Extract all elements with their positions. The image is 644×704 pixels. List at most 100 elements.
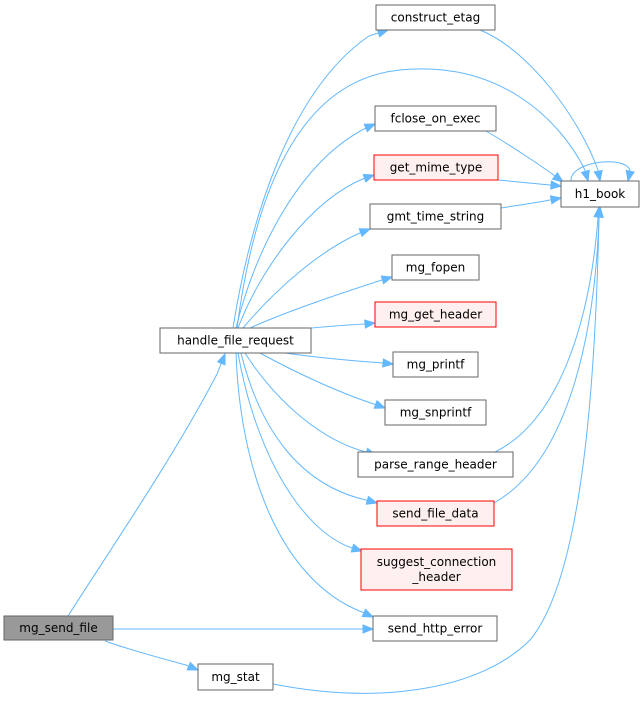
arrowhead [373, 399, 387, 409]
node-label: send_file_data [392, 507, 478, 521]
arrowhead [594, 205, 604, 218]
arrowhead [358, 228, 372, 238]
node-get-mime-type[interactable]: get_mime_type [373, 154, 499, 181]
node-label: mg_stat [211, 670, 260, 684]
arrowhead [625, 169, 635, 183]
edge-handle_file_request-to-get_mime_type [237, 173, 376, 329]
edge-line [272, 217, 600, 694]
edge-line [284, 352, 384, 364]
arrowhead [350, 543, 364, 553]
edge-gmt_time_string-to-h1_book [500, 195, 563, 209]
node-box [373, 154, 499, 181]
edge-handle_file_request-to-gmt_time_string [242, 228, 372, 329]
edge-handle_file_request-to-construct_etag [232, 28, 390, 329]
node-box [197, 663, 274, 691]
node-label: mg_snprintf [400, 406, 472, 420]
edge-line [479, 29, 599, 171]
edge-handle_file_request-to-send_http_error [235, 352, 375, 618]
node-send-http-error[interactable]: send_http_error [372, 615, 498, 642]
edge-mg_stat-to-h1_book [272, 205, 604, 694]
edge-handle_file_request-to-mg_fopen [249, 275, 394, 329]
edge-line [249, 279, 383, 329]
node-box [384, 399, 487, 426]
edge-line [237, 177, 366, 329]
arrowhead [593, 169, 603, 183]
arrowhead [364, 319, 377, 329]
node-handle-file-request[interactable]: handle_file_request [159, 327, 312, 354]
node-mg-stat[interactable]: mg_stat [197, 663, 274, 691]
node-mg-printf[interactable]: mg_printf [392, 351, 479, 378]
node-box [392, 351, 479, 378]
node-box [360, 548, 513, 591]
node-mg-fopen[interactable]: mg_fopen [391, 254, 480, 281]
edge-line [235, 126, 369, 329]
arrowhead [382, 358, 395, 368]
edge-line-tail [368, 32, 379, 37]
arrowhead [551, 171, 565, 183]
edge-line [244, 352, 367, 453]
function-nodes: mg_send_file handle_file_request construct… [3, 4, 640, 691]
node-mg-send-file[interactable]: mg_send_file [3, 615, 114, 641]
node-box [560, 180, 640, 208]
node-h1-book[interactable]: h1_book [560, 180, 640, 208]
edge-handle_file_request-to-send_file_data [240, 352, 379, 505]
edge-line [259, 352, 378, 406]
node-box [391, 254, 480, 281]
node-label: _header [411, 570, 460, 584]
edge-line [500, 199, 551, 209]
node-box [3, 615, 114, 641]
edge-mg_send_file-to-send_http_error [113, 624, 375, 634]
node-suggest-connection-header[interactable]: suggest_connection_header [360, 548, 513, 591]
edge-line [236, 68, 586, 329]
edge-handle_file_request-to-fclose_on_exec [235, 123, 377, 329]
edge-handle_file_request-to-mg_printf [284, 352, 395, 368]
node-gmt-time-string[interactable]: gmt_time_string [369, 203, 502, 230]
edge-fclose_on_exec-to-h1_book [485, 130, 565, 183]
edge-handle_file_request-to-h1_book [236, 68, 590, 329]
node-box [369, 203, 502, 230]
node-label: mg_fopen [406, 261, 465, 275]
node-box [375, 4, 496, 31]
node-send-file-data[interactable]: send_file_data [376, 500, 495, 527]
edge-line [497, 179, 551, 186]
edge-line [242, 231, 363, 329]
arrowhead [550, 180, 563, 190]
node-box [357, 451, 514, 478]
node-label: suggest_connection [377, 555, 497, 569]
edge-line [570, 161, 631, 182]
node-label: get_mime_type [390, 161, 483, 175]
edge-get_mime_type-to-h1_book [497, 179, 563, 190]
arrowhead [365, 495, 379, 505]
node-label: parse_range_header [374, 458, 497, 472]
edge-h1_book-to-h1_book [570, 161, 635, 183]
node-mg-get-header[interactable]: mg_get_header [374, 301, 497, 328]
edge-line [493, 217, 600, 504]
node-label: mg_get_header [389, 308, 482, 322]
edge-line-tail [216, 363, 222, 375]
node-construct-etag[interactable]: construct_etag [375, 4, 496, 31]
edge-line [485, 130, 556, 177]
node-box [374, 301, 497, 328]
node-label: send_http_error [388, 622, 483, 636]
node-label: handle_file_request [177, 334, 294, 348]
node-box [159, 327, 312, 354]
node-box [376, 500, 495, 527]
node-label: gmt_time_string [387, 210, 485, 224]
call-edges [67, 28, 635, 694]
edge-mg_send_file-to-mg_stat [104, 640, 200, 671]
arrowhead [186, 661, 200, 671]
edge-line [235, 352, 363, 613]
arrowhead [363, 123, 377, 133]
node-fclose-on-exec[interactable]: fclose_on_exec [374, 105, 497, 132]
node-mg-snprintf[interactable]: mg_snprintf [384, 399, 487, 426]
arrowhead [380, 275, 394, 285]
arrowhead [216, 352, 226, 366]
node-label: mg_send_file [19, 621, 97, 635]
node-parse-range-header[interactable]: parse_range_header [357, 451, 514, 478]
edge-handle_file_request-to-suggest_connection_header [237, 352, 364, 553]
edge-line [104, 640, 187, 666]
edge-construct_etag-to-h1_book [479, 29, 603, 183]
arrowhead [361, 608, 375, 618]
arrowhead [549, 195, 563, 205]
